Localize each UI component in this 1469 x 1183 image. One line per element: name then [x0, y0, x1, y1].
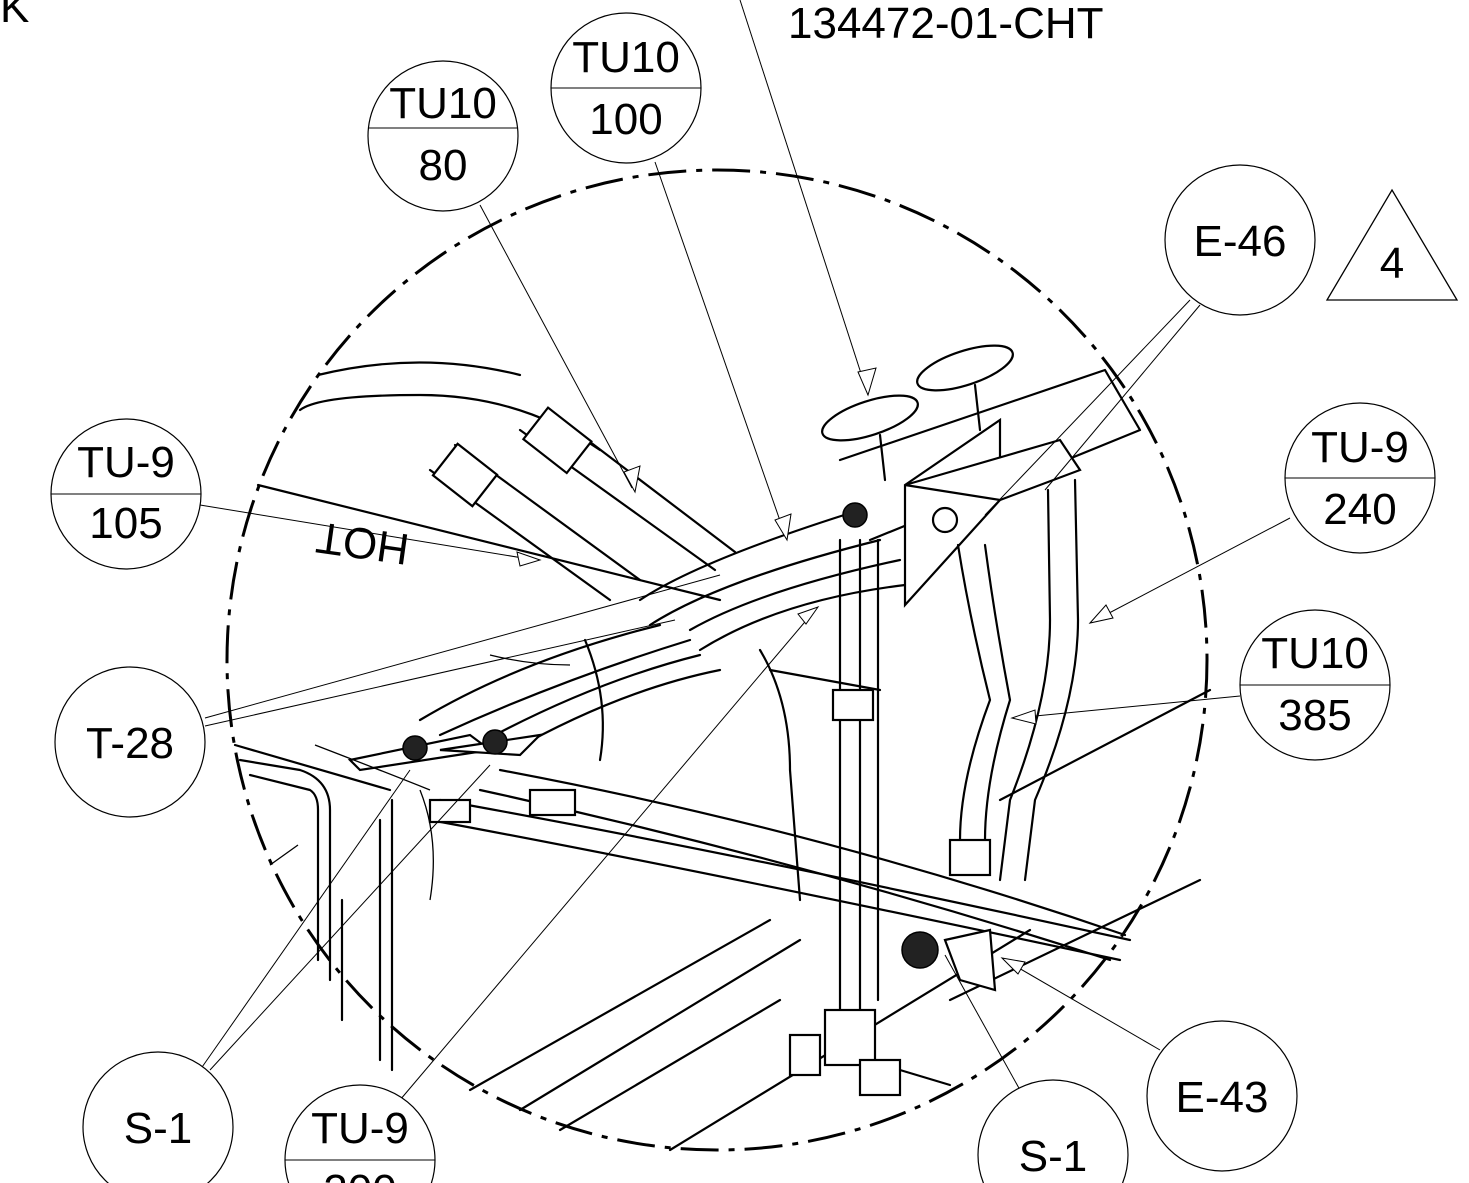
balloon-tu9-105-bottom: 105: [89, 499, 162, 548]
balloon-tu9-200: TU-9 200: [284, 1084, 436, 1183]
hose-marking-text: HOT: [313, 512, 412, 573]
balloon-tu10-100: TU10 100: [550, 12, 702, 164]
balloon-tu9-240: TU-9 240: [1284, 402, 1436, 554]
leader-lines: [199, 0, 1291, 1101]
balloon-tu10-100-top: TU10: [572, 33, 680, 82]
detail-circle: [225, 168, 1209, 1152]
balloon-t28-text: T-28: [86, 719, 174, 768]
balloon-e46: E-46: [1164, 164, 1316, 316]
balloon-tu10-385: TU10 385: [1239, 609, 1391, 761]
balloon-tu10-80-top: TU10: [389, 79, 497, 128]
balloon-tu9-105: TU-9 105: [50, 418, 202, 570]
balloon-s1-right: S-1: [977, 1079, 1129, 1183]
balloon-t28: T-28: [54, 666, 206, 818]
balloon-tu10-100-bottom: 100: [589, 95, 662, 144]
balloon-tu9-105-top: TU-9: [77, 438, 175, 487]
balloon-tu10-385-top: TU10: [1261, 629, 1369, 678]
balloon-tu10-80-bottom: 80: [419, 141, 468, 190]
balloon-tu9-200-top: TU-9: [311, 1104, 409, 1153]
leader-arrowheads: [516, 367, 1114, 975]
balloon-s1-left: S-1: [82, 1051, 234, 1183]
balloon-tu10-80: TU10 80: [367, 60, 519, 212]
balloon-e43: E-43: [1146, 1020, 1298, 1172]
revision-triangle-text: 4: [1380, 239, 1404, 288]
view-label: K: [0, 0, 29, 32]
balloon-e46-text: E-46: [1194, 217, 1287, 266]
balloon-s1-left-text: S-1: [124, 1104, 192, 1153]
balloon-tu9-200-bottom: 200: [323, 1166, 396, 1183]
balloon-s1-right-text: S-1: [1019, 1132, 1087, 1181]
balloon-tu9-240-top: TU-9: [1311, 423, 1409, 472]
part-number: 134472-01-CHT: [788, 0, 1104, 48]
balloon-e43-text: E-43: [1176, 1073, 1269, 1122]
balloon-tu10-385-bottom: 385: [1278, 691, 1351, 740]
balloon-tu9-240-bottom: 240: [1323, 485, 1396, 534]
revision-triangle: 4: [1325, 188, 1459, 301]
machine-geometry: [233, 344, 1212, 1152]
